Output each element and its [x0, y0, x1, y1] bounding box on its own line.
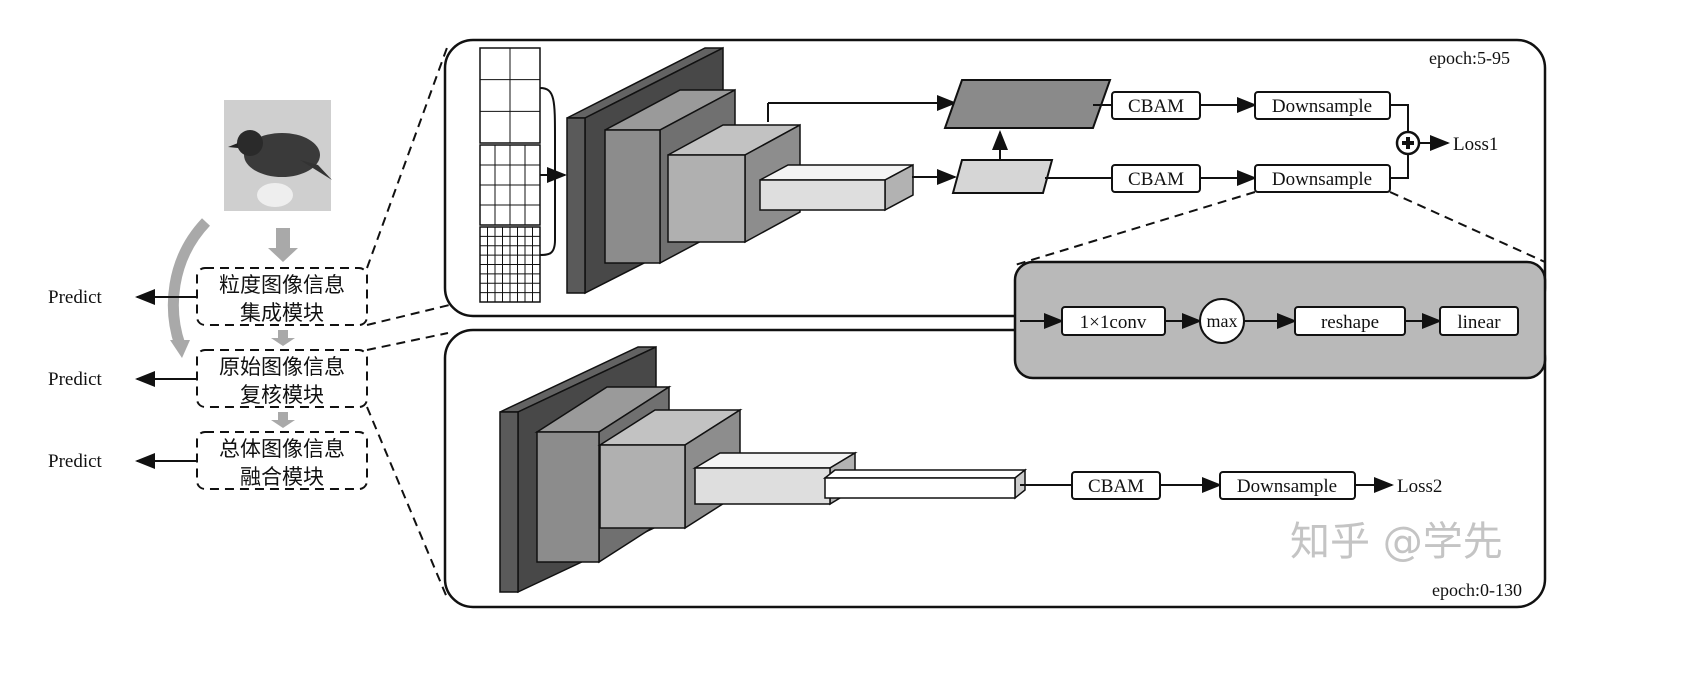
cbam-label: CBAM — [1088, 476, 1144, 497]
linear-box — [1439, 306, 1519, 336]
max-label: max — [1207, 311, 1238, 331]
block-front-face — [694, 467, 831, 505]
block-front-face — [536, 431, 600, 563]
block-top-face — [692, 452, 858, 469]
epoch-label: epoch:0-130 — [1432, 580, 1522, 600]
patch-grid — [479, 226, 541, 303]
downsample-label: Downsample — [1237, 476, 1337, 497]
flow-arrow-icon — [271, 412, 295, 428]
epoch-label: epoch:5-95 — [1429, 48, 1510, 68]
module-title: 集成模块 — [240, 301, 324, 325]
bottom-panel: CBAM Downsample Loss2 epoch:0-130 — [443, 328, 1547, 609]
image-patch-grids — [479, 47, 541, 303]
cnn-backbone-top — [566, 46, 914, 295]
block-front-face — [566, 117, 586, 294]
downsample-label: Downsample — [1272, 169, 1372, 190]
cbam-box: CBAM — [1071, 471, 1161, 500]
cbam-label: CBAM — [1128, 96, 1184, 117]
block-front-face — [604, 129, 661, 264]
downsample-box: Downsample — [1219, 471, 1356, 500]
downsample-label: Downsample — [1272, 96, 1372, 117]
cbam-box: CBAM — [1111, 91, 1201, 120]
block-front-face — [499, 411, 519, 593]
downsample-box: Downsample — [1254, 164, 1391, 193]
curved-arrow-head-icon — [170, 340, 190, 358]
loss2-label: Loss2 — [1397, 476, 1442, 497]
block-front-face — [599, 444, 686, 529]
block-front-face — [759, 179, 886, 211]
cbam-label: CBAM — [1128, 169, 1184, 190]
downsample-detail-panel: 1×1conv max reshape linear — [1013, 260, 1547, 380]
block-front-face — [824, 477, 1016, 499]
module-title: 粒度图像信息 — [219, 273, 345, 297]
watermark: 知乎 @学先 — [1290, 519, 1503, 565]
patch-grid — [479, 47, 541, 144]
feature-map-dark — [943, 79, 1112, 129]
predict-label: Predict — [48, 369, 103, 390]
feature-block — [822, 468, 1028, 500]
module-title: 融合模块 — [240, 465, 324, 489]
top-panel: epoch:5-95 CBAM CBAM Downsample Downsamp… — [443, 38, 1547, 318]
block-top-face — [822, 469, 1028, 479]
flow-arrow-icon — [271, 330, 295, 346]
predict-label: Predict — [48, 451, 103, 472]
loss1-label: Loss1 — [1453, 134, 1498, 155]
block-front-face — [667, 154, 746, 243]
feature-map-light — [951, 159, 1054, 194]
module-granularity: 粒度图像信息 集成模块 Predict — [48, 267, 368, 326]
reshape-label: reshape — [1321, 312, 1379, 333]
module-title: 总体图像信息 — [219, 437, 345, 461]
conv-label: 1×1conv — [1080, 312, 1147, 333]
module-original: 原始图像信息 复核模块 Predict — [48, 349, 368, 408]
feature-block — [759, 163, 914, 212]
module-fusion: 总体图像信息 融合模块 Predict — [48, 431, 368, 490]
downsample-box: Downsample — [1254, 91, 1391, 120]
predict-label: Predict — [48, 287, 103, 308]
bird-image — [224, 100, 332, 211]
cnn-backbone-bottom — [499, 345, 1028, 594]
cbam-box: CBAM — [1111, 164, 1201, 193]
plus-circle-icon — [1395, 130, 1421, 156]
flow-arrow-icon — [268, 228, 298, 262]
module-title: 复核模块 — [240, 383, 324, 407]
patch-grid — [479, 144, 541, 226]
curved-arrow-icon — [167, 218, 211, 347]
module-title: 原始图像信息 — [219, 355, 345, 379]
linear-label: linear — [1457, 312, 1501, 333]
